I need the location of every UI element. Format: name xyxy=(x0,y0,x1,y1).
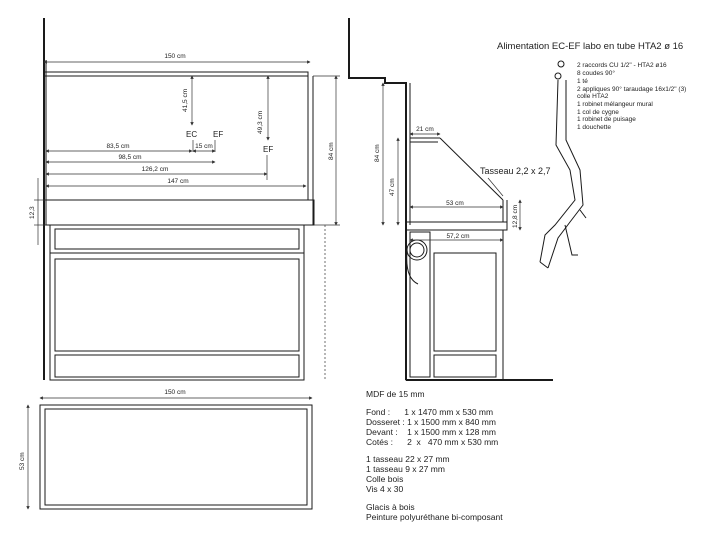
dim-147-label: 147 cm xyxy=(167,178,188,185)
note-part-0: Fond : 1 x 1470 mm x 530 mm xyxy=(366,407,493,417)
side-dim-84-label: 84 cm xyxy=(374,144,381,162)
plumbing-item-4: colle HTA2 xyxy=(577,93,609,100)
front-elevation: 150 cm 41,5 cm EC EF EF 49,3 cm 83,5 cm … xyxy=(29,18,340,381)
note-hw-3: Vis 4 x 30 xyxy=(366,484,403,494)
plumbing-item-5: 1 robinet mélangeur mural xyxy=(577,101,653,108)
side-dim-21-label: 21 cm xyxy=(416,126,434,133)
cabinet-door xyxy=(54,258,300,352)
top-outline xyxy=(39,404,313,510)
plumbing-item-0: 2 raccords CU 1/2" - HTA2 ø16 xyxy=(577,62,667,69)
note-hw-2: Colle bois xyxy=(366,474,403,484)
note-part-3: Cotés : 2 x 470 mm x 530 mm xyxy=(366,437,498,447)
tasseau-leader xyxy=(487,177,504,197)
pipe-right xyxy=(547,80,584,269)
side-dim-47-label: 47 cm xyxy=(389,178,396,196)
note-hw-0: 1 tasseau 22 x 27 mm xyxy=(366,454,450,464)
side-wall xyxy=(348,18,407,380)
side-panel xyxy=(409,231,431,378)
dim-150-label: 150 cm xyxy=(164,53,185,60)
ec-label: EC xyxy=(186,130,197,139)
dim-41-label: 41,5 cm xyxy=(182,89,189,112)
side-counter xyxy=(405,221,508,231)
pipe-stub xyxy=(579,209,587,219)
pipe-left xyxy=(539,79,576,263)
drain-pipe-inner xyxy=(409,242,425,258)
material-notes: MDF de 15 mm Fond : 1 x 1470 mm x 530 mm… xyxy=(366,389,503,522)
plumbing-sketch: Alimentation EC-EF labo en tube HTA2 ø 1… xyxy=(497,41,686,269)
tasseau-label: Tasseau 2,2 x 2,7 xyxy=(480,166,551,176)
note-part-2: Devant : 1 x 1500 mm x 128 mm xyxy=(366,427,496,437)
dim-49-label: 49,3 cm xyxy=(257,111,264,134)
plumbing-item-7: 1 robinet de puisage xyxy=(577,116,636,123)
side-dim-57-label: 57,2 cm xyxy=(446,233,469,240)
plumbing-item-3: 2 appliques 90° taraudage 16x1/2" (3) xyxy=(577,85,686,93)
dim-126-label: 126,2 cm xyxy=(142,166,169,173)
drain-curve xyxy=(406,251,419,285)
pipe-fitting-2 xyxy=(554,72,562,80)
top-dim-150-label: 150 cm xyxy=(164,389,185,396)
plumbing-title: Alimentation EC-EF labo en tube HTA2 ø 1… xyxy=(497,41,683,52)
side-drawer xyxy=(433,354,497,378)
dim-12-label: 12,3 xyxy=(29,206,36,219)
apron-inner xyxy=(54,228,300,250)
note-finish-1: Peinture polyuréthane bi-composant xyxy=(366,512,503,522)
top-dim-53-label: 53 cm xyxy=(19,452,26,470)
ef-label-2: EF xyxy=(263,145,273,154)
dim-15-label: 15 cm xyxy=(195,143,213,150)
note-material: MDF de 15 mm xyxy=(366,389,425,399)
plumbing-item-6: 1 col de cygne xyxy=(577,109,619,116)
side-cabinet xyxy=(405,229,504,381)
pipe-end xyxy=(539,261,549,269)
cabinet-drawer xyxy=(54,354,300,378)
dim-83-label: 83,5 cm xyxy=(106,143,129,150)
note-part-1: Dosseret : 1 x 1500 mm x 840 mm xyxy=(366,417,496,427)
ef-label: EF xyxy=(213,130,223,139)
side-dim-12-8-label: 12,8 cm xyxy=(512,205,519,228)
plumbing-item-2: 1 té xyxy=(577,78,588,85)
dim-84-label: 84 cm xyxy=(328,142,335,160)
counter-top xyxy=(43,199,315,226)
note-finish-0: Glacis à bois xyxy=(366,502,415,512)
plumbing-item-1: 8 coudes 90° xyxy=(577,69,615,77)
side-dim-53-label: 53 cm xyxy=(446,200,464,207)
top-inner xyxy=(44,408,308,506)
plumbing-item-8: 1 douchette xyxy=(577,124,611,131)
pipe-branch xyxy=(564,224,578,256)
slope-line xyxy=(439,137,504,201)
side-door xyxy=(433,252,497,352)
dosseret-top xyxy=(43,71,309,77)
top-view: 150 cm 53 cm xyxy=(19,389,313,510)
note-hw-1: 1 tasseau 9 x 27 mm xyxy=(366,464,445,474)
dim-98-label: 98,5 cm xyxy=(118,154,141,161)
cabinet xyxy=(49,252,305,381)
pipe-fitting-top xyxy=(557,60,565,68)
side-section: 84 cm 47 cm 21 cm Tasseau 2,2 x 2,7 53 c… xyxy=(348,18,553,381)
